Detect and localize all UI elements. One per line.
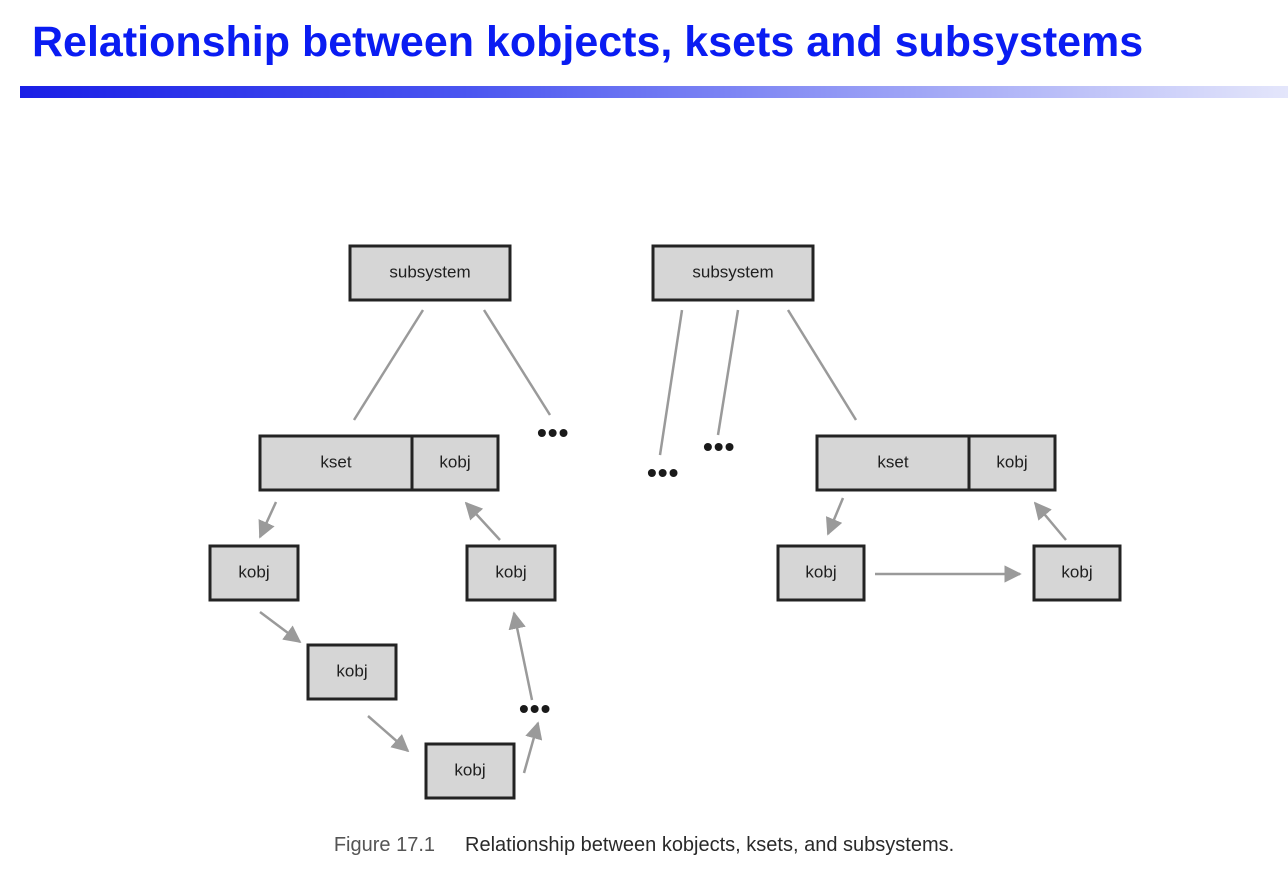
kobj-box: kobj	[424, 742, 516, 800]
arrow	[825, 497, 845, 536]
ellipsis-marker: •••	[647, 457, 679, 488]
subsystem-label: subsystem	[692, 262, 773, 281]
arrow	[522, 721, 543, 774]
ellipsis-marker: •••	[519, 693, 551, 724]
arrow	[258, 501, 278, 539]
subsystem-label: subsystem	[389, 262, 470, 281]
kobj-label: kobj	[805, 562, 836, 581]
kobj-box: kobj	[208, 544, 300, 602]
kset-label: kset	[877, 452, 908, 471]
kobj-box: kobj	[465, 544, 557, 602]
subsystem-box-right: subsystem	[651, 244, 815, 302]
connector-line	[716, 309, 740, 436]
kobj-label: kobj	[336, 661, 367, 680]
figure-caption: Figure 17.1 Relationship between kobjects…	[0, 834, 1288, 857]
title-underline	[20, 86, 1288, 98]
kobj-label: kobj	[439, 452, 470, 471]
kobj-label: kobj	[454, 760, 485, 779]
connector-line	[482, 309, 552, 416]
ellipsis-marker: •••	[537, 417, 569, 448]
kobj-label: kobj	[495, 562, 526, 581]
connector-line	[786, 309, 858, 421]
kobj-label: kobj	[238, 562, 269, 581]
kobj-box: kobj	[306, 643, 398, 701]
kobj-box: kobj	[1032, 544, 1122, 602]
kset-box-right: kset kobj	[815, 434, 1057, 492]
figure-caption-text: Relationship between kobjects, ksets, an…	[465, 834, 955, 856]
arrow	[508, 611, 534, 701]
ellipsis-marker: •••	[703, 431, 735, 462]
slide-title: Relationship between kobjects, ksets and…	[32, 18, 1144, 66]
arrow	[1033, 501, 1067, 541]
connector-line	[658, 309, 684, 456]
connector-line	[352, 309, 425, 421]
kobj-label: kobj	[1061, 562, 1092, 581]
arrow	[259, 611, 302, 644]
kobj-box: kobj	[776, 544, 866, 602]
subsystem-box-left: subsystem	[348, 244, 512, 302]
arrow	[367, 715, 410, 753]
kset-label: kset	[320, 452, 351, 471]
kset-box-left: kset kobj	[258, 434, 500, 492]
arrow	[464, 501, 501, 541]
figure-number: Figure 17.1	[333, 834, 436, 856]
kobj-label: kobj	[996, 452, 1027, 471]
